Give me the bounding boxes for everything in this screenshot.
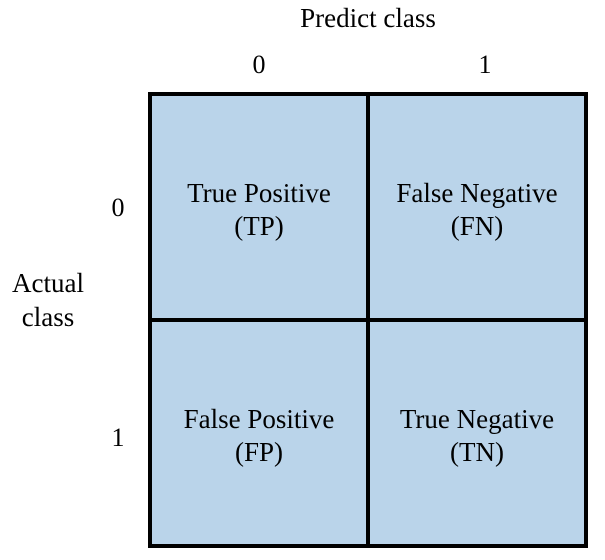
row-header-1: 1 bbox=[111, 423, 125, 452]
matrix-cell-false-negative-abbr: (FN) bbox=[450, 211, 504, 242]
matrix-grid: True Positive (TP) False Negative (FN) F… bbox=[148, 92, 588, 548]
matrix-cell-true-positive: True Positive (TP) bbox=[152, 96, 366, 318]
matrix-cell-true-negative-abbr: (TN) bbox=[450, 437, 504, 468]
matrix-cell-true-negative-name: True Negative bbox=[399, 404, 555, 435]
actual-class-axis-title: Actual class bbox=[0, 266, 96, 334]
column-header-0: 0 bbox=[252, 50, 266, 79]
predict-class-axis-title: Predict class bbox=[300, 3, 436, 33]
matrix-cell-false-positive: False Positive (FP) bbox=[152, 322, 366, 544]
matrix-cell-false-negative-name: False Negative bbox=[396, 178, 558, 209]
matrix-cell-false-negative: False Negative (FN) bbox=[370, 96, 584, 318]
matrix-cell-true-negative: True Negative (TN) bbox=[370, 322, 584, 544]
row-header-0: 0 bbox=[111, 193, 125, 222]
column-header-1: 1 bbox=[478, 50, 492, 79]
matrix-cell-false-positive-abbr: (FP) bbox=[234, 437, 283, 468]
matrix-cell-true-positive-name: True Positive bbox=[187, 178, 331, 209]
matrix-cell-true-positive-abbr: (TP) bbox=[234, 211, 284, 242]
actual-class-axis-title-line1: Actual bbox=[12, 268, 84, 298]
actual-class-axis-title-line2: class bbox=[21, 302, 75, 332]
matrix-cell-false-positive-name: False Positive bbox=[183, 404, 335, 435]
